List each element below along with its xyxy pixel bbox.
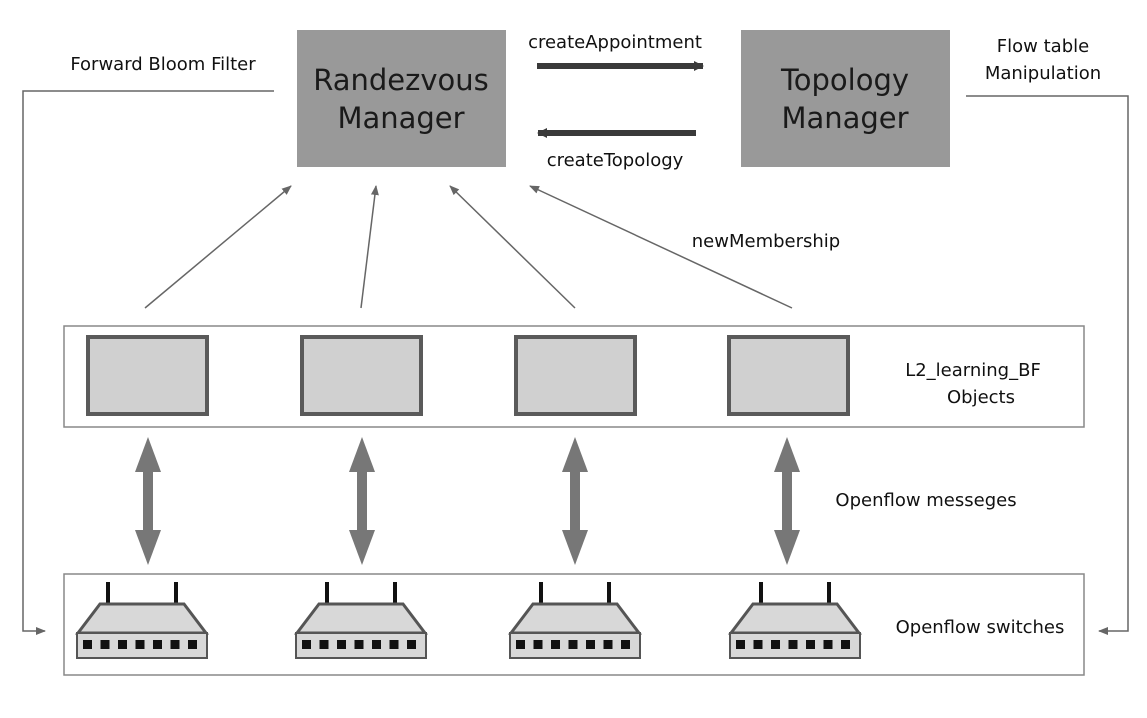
objects-layer: L2_learning_BF Objects — [63, 325, 1085, 428]
object-3-icon — [514, 335, 637, 416]
object-2-icon — [300, 335, 423, 416]
double-arrow-4 — [774, 437, 800, 565]
topology-manager-label-line2: Manager — [781, 101, 908, 135]
flow-table-label-line1: Flow table — [997, 36, 1089, 57]
forward-bloom-filter-connector — [22, 90, 274, 635]
objects-layer-label-line2: Objects — [947, 387, 1015, 408]
double-arrow-3 — [562, 437, 588, 565]
switch-2-icon — [293, 582, 429, 659]
topology-manager-label-line1: Topology — [780, 63, 909, 97]
rendezvous-manager-label-line2: Manager — [337, 101, 464, 135]
topology-manager: Topology Manager — [741, 30, 950, 167]
membership-arrow-1 — [144, 185, 292, 309]
switch-1-icon — [74, 582, 210, 659]
create-appointment-label: createAppointment — [528, 32, 702, 53]
membership-arrow-2 — [360, 185, 379, 309]
object-4-icon — [727, 335, 850, 416]
new-membership-arrows — [144, 185, 793, 309]
switches-layer-label: Openflow switches — [896, 617, 1065, 638]
switch-4-icon — [727, 582, 863, 659]
object-1-icon — [86, 335, 209, 416]
new-membership-label: newMembership — [692, 231, 840, 252]
create-topology-label: createTopology — [547, 150, 684, 171]
objects-layer-label-line1: L2_learning_BF — [905, 360, 1041, 381]
membership-arrow-3 — [449, 185, 576, 309]
membership-arrow-4 — [529, 185, 793, 309]
switch-group — [74, 582, 863, 659]
rendezvous-manager-label-line1: Randezvous — [313, 63, 489, 97]
rendezvous-manager: Randezvous Manager — [297, 30, 506, 167]
flow-table-label-line2: Manipulation — [985, 63, 1101, 84]
switches-layer: Openflow switches — [63, 573, 1085, 676]
flow-table-connector — [966, 95, 1129, 635]
openflow-messages-label: Openflow messeges — [835, 490, 1016, 511]
switch-3-icon — [507, 582, 643, 659]
forward-bloom-filter-label: Forward Bloom Filter — [70, 54, 256, 75]
double-arrow-2 — [349, 437, 375, 565]
double-arrow-1 — [135, 437, 161, 565]
openflow-message-arrows — [135, 437, 800, 565]
